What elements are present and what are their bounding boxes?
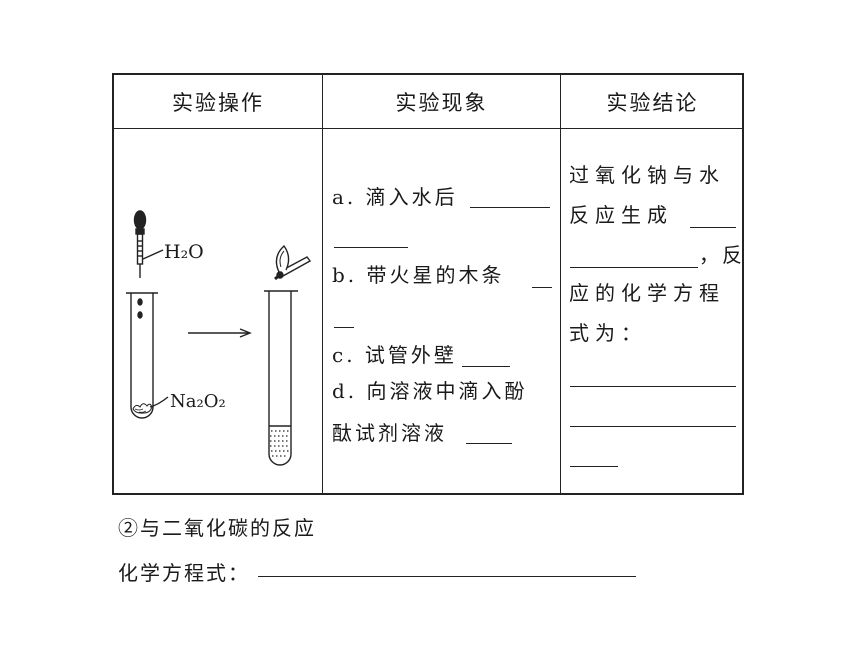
phenomenon-c: c. 试管外壁 [332, 343, 457, 367]
header-phenomena: 实验现象 [395, 90, 488, 115]
phenomenon-a: a. 滴入水后 [332, 185, 458, 209]
experiment-illustration: H₂O Na₂O₂ [126, 210, 312, 466]
section-title: ②与二氧化碳的反应 [118, 516, 316, 540]
conclusion-blank-1 [690, 227, 736, 228]
phenomenon-d-line1: d. 向溶液中滴入酚 [332, 379, 528, 403]
dropper-bulb-icon [133, 210, 147, 230]
conclusion-line5: 式为： [569, 321, 647, 345]
phenomenon-d-line2: 酞试剂溶液 [332, 421, 447, 445]
header-conclusion: 实验结论 [606, 90, 699, 115]
sodium-peroxide-label: Na₂O₂ [170, 391, 226, 412]
column-divider-1 [322, 75, 323, 493]
experiment-table: 实验操作 实验现象 实验结论 [112, 73, 744, 495]
phenomenon-d-blank [466, 443, 512, 444]
equation-answer-blank [258, 576, 636, 577]
conclusion-line2: 反应生成 [569, 203, 673, 227]
equation-blank-3 [570, 466, 618, 467]
conclusion-line1: 过氧化钠与水 [569, 163, 725, 187]
water-label: H₂O [164, 241, 204, 263]
column-divider-2 [560, 75, 561, 493]
equation-blank-2 [570, 426, 736, 427]
phenomenon-b-blank-1 [532, 287, 552, 288]
dropper-tube-icon [136, 233, 144, 265]
header-operation: 实验操作 [172, 90, 264, 115]
header-divider [114, 128, 742, 129]
equation-blank-1 [570, 386, 736, 387]
equation-label: 化学方程式： [118, 561, 250, 585]
test-tube-left-icon [126, 292, 158, 419]
phenomenon-b-blank-2 [334, 327, 354, 328]
conclusion-blank-2 [570, 267, 698, 268]
phenomenon-a-blank-2 [334, 247, 408, 248]
conclusion-line3: ，反 [699, 243, 745, 267]
test-tube-right-icon [264, 290, 298, 466]
phenomenon-b: b. 带火星的木条 [332, 263, 505, 287]
phenomenon-c-blank [462, 366, 510, 367]
conclusion-line4: 应的化学方程 [569, 281, 725, 305]
phenomenon-a-blank-1 [470, 207, 550, 208]
